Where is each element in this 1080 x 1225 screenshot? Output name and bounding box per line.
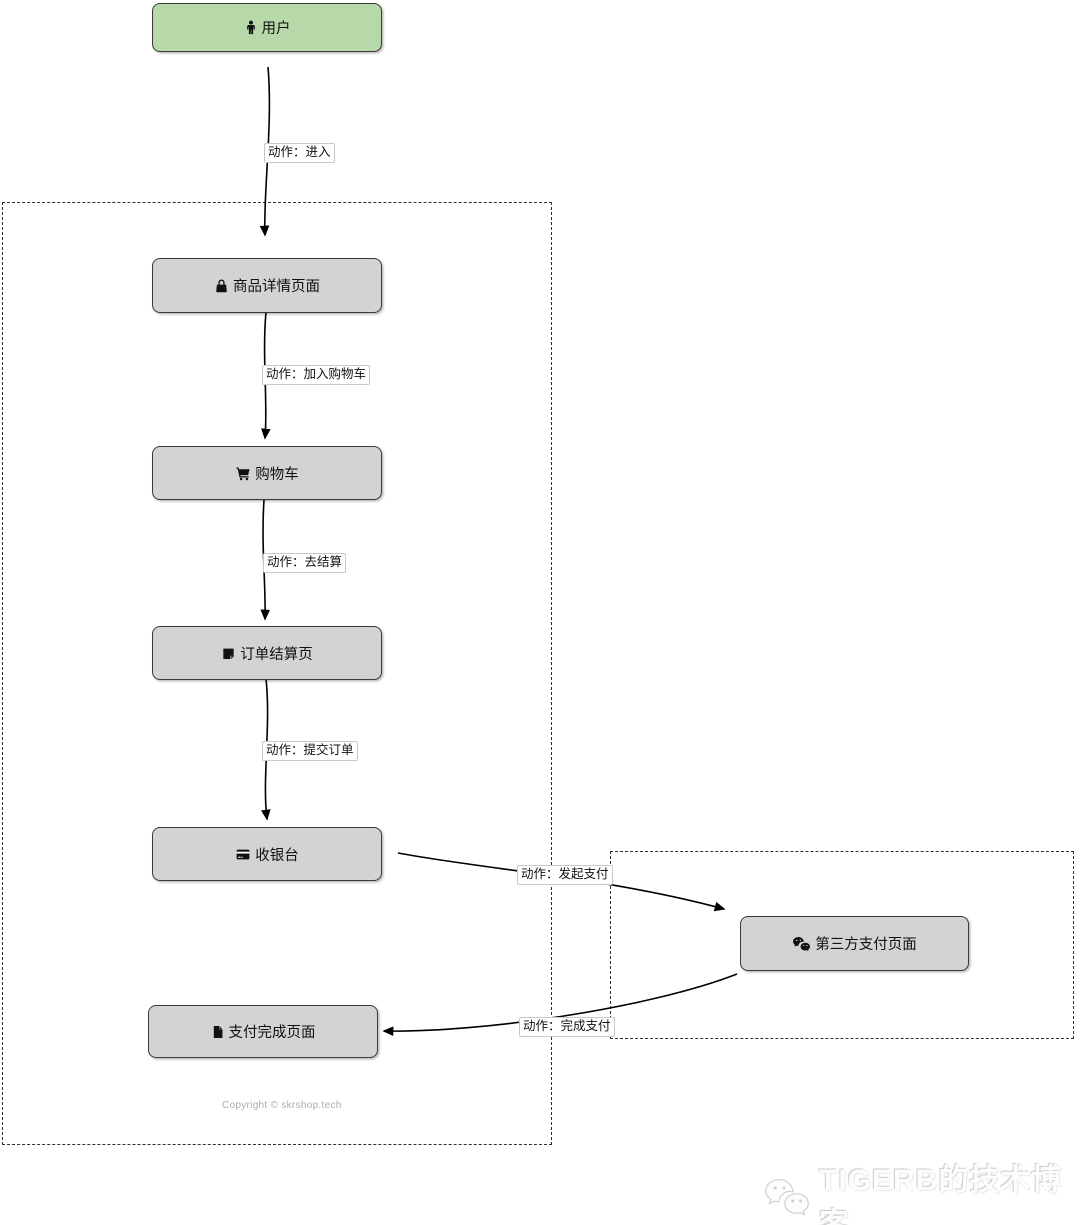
edge-label-initiate-payment: 动作：发起支付 bbox=[517, 865, 613, 885]
wechat-icon bbox=[792, 936, 811, 952]
node-product-detail: 商品详情页面 bbox=[152, 258, 382, 313]
node-label: 第三方支付页面 bbox=[815, 937, 917, 953]
edge-label-complete-payment: 动作：完成支付 bbox=[519, 1017, 615, 1037]
node-payment-complete: 支付完成页面 bbox=[148, 1005, 378, 1058]
node-label: 支付完成页面 bbox=[228, 1025, 316, 1041]
edge-label-to-checkout: 动作：去结算 bbox=[263, 553, 347, 573]
shopping-cart-icon bbox=[235, 466, 251, 481]
node-label: 购物车 bbox=[255, 466, 299, 483]
wechat-logo-icon bbox=[763, 1177, 811, 1222]
third-party-boundary-box bbox=[610, 851, 1074, 1039]
file-icon bbox=[211, 1024, 225, 1040]
edge-label-add-to-cart: 动作：加入购物车 bbox=[262, 365, 371, 385]
copyright-text: Copyright © skrshop.tech bbox=[222, 1100, 342, 1111]
shop-boundary-box bbox=[2, 202, 552, 1145]
watermark-text: TIGERB的技术博客 bbox=[819, 1164, 1063, 1225]
shopping-bag-icon bbox=[214, 278, 229, 294]
node-label: 商品详情页面 bbox=[233, 279, 320, 295]
node-user: 用户 bbox=[152, 3, 382, 52]
sticky-note-icon bbox=[221, 646, 236, 661]
node-cart: 购物车 bbox=[152, 446, 382, 500]
credit-card-icon bbox=[235, 847, 251, 862]
node-label: 订单结算页 bbox=[240, 646, 313, 663]
node-label: 用户 bbox=[261, 21, 291, 37]
node-order-checkout: 订单结算页 bbox=[152, 626, 382, 680]
edge-label-enter: 动作：进入 bbox=[264, 143, 335, 163]
male-user-icon bbox=[244, 20, 258, 35]
watermark: TIGERB的技术博客 bbox=[763, 1155, 1080, 1225]
node-label: 收银台 bbox=[255, 847, 299, 864]
edge-label-submit-order: 动作：提交订单 bbox=[262, 741, 358, 761]
node-third-party-payment: 第三方支付页面 bbox=[740, 916, 969, 971]
node-cashier: 收银台 bbox=[152, 827, 382, 881]
